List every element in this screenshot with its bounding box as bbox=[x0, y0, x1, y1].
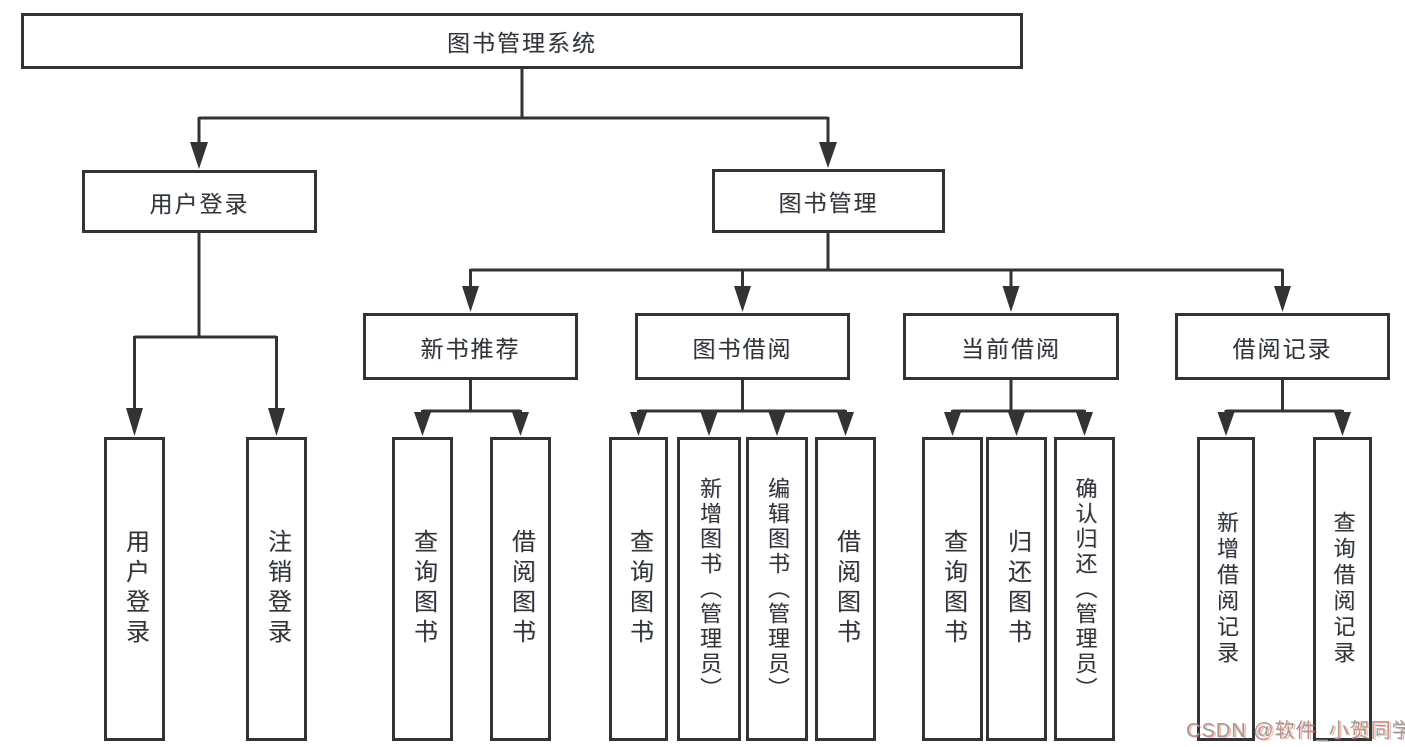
node-label: 借阅图书 bbox=[507, 529, 535, 649]
node-label: 图书管理系统 bbox=[447, 30, 597, 56]
node-root-system: 图书管理系统 bbox=[21, 13, 1023, 69]
node-label: 查询图书 bbox=[939, 529, 967, 649]
leaf-query-books-borrow: 查询图书 bbox=[609, 437, 668, 741]
node-book-management: 图书管理 bbox=[712, 169, 945, 233]
node-current-borrow: 当前借阅 bbox=[903, 313, 1119, 380]
node-label: 图书借阅 bbox=[692, 335, 793, 362]
node-label: 查询图书 bbox=[625, 529, 653, 649]
node-borrow-records: 借阅记录 bbox=[1175, 313, 1390, 380]
node-label: 新书推荐 bbox=[420, 335, 521, 362]
node-label: 借阅记录 bbox=[1232, 335, 1333, 362]
leaf-logout: 注销登录 bbox=[246, 437, 307, 741]
node-label: 借阅图书 bbox=[832, 529, 860, 649]
node-label: 归还图书 bbox=[1003, 529, 1031, 649]
node-user-login: 用户登录 bbox=[82, 170, 317, 233]
node-label: 用户登录 bbox=[149, 190, 250, 217]
leaf-user-login: 用户登录 bbox=[104, 437, 165, 741]
node-label: 注销登录 bbox=[263, 529, 291, 649]
node-new-book-recommend: 新书推荐 bbox=[363, 313, 578, 380]
leaf-confirm-return-admin: 确认归还（管理员） bbox=[1054, 437, 1115, 741]
arrowheads bbox=[126, 142, 1351, 436]
leaf-edit-books-admin: 编辑图书（管理员） bbox=[746, 437, 808, 741]
node-label: 用户登录 bbox=[121, 529, 149, 649]
leaf-query-borrow-record: 查询借阅记录 bbox=[1313, 437, 1372, 741]
leaf-borrow-books-recommend: 借阅图书 bbox=[490, 437, 551, 741]
node-label: 确认归还（管理员） bbox=[1072, 476, 1098, 702]
leaf-return-books: 归还图书 bbox=[986, 437, 1047, 741]
leaf-query-books-recommend: 查询图书 bbox=[392, 437, 453, 741]
node-label: 编辑图书（管理员） bbox=[765, 476, 790, 702]
node-label: 当前借阅 bbox=[961, 335, 1061, 362]
csdn-watermark: CSDN @软件_小贺同学 bbox=[1186, 720, 1405, 742]
node-label: 查询借阅记录 bbox=[1330, 511, 1356, 667]
node-label: 图书管理 bbox=[778, 190, 879, 216]
leaf-borrow-books: 借阅图书 bbox=[815, 437, 876, 741]
leaf-add-books-admin: 新增图书（管理员） bbox=[677, 437, 741, 741]
leaf-add-borrow-record: 新增借阅记录 bbox=[1197, 437, 1255, 741]
leaf-query-books-current: 查询图书 bbox=[922, 437, 983, 741]
node-label: 新增图书（管理员） bbox=[697, 476, 722, 702]
node-book-borrow: 图书借阅 bbox=[635, 313, 850, 380]
node-label: 查询图书 bbox=[409, 529, 437, 649]
node-label: 新增借阅记录 bbox=[1214, 511, 1239, 667]
